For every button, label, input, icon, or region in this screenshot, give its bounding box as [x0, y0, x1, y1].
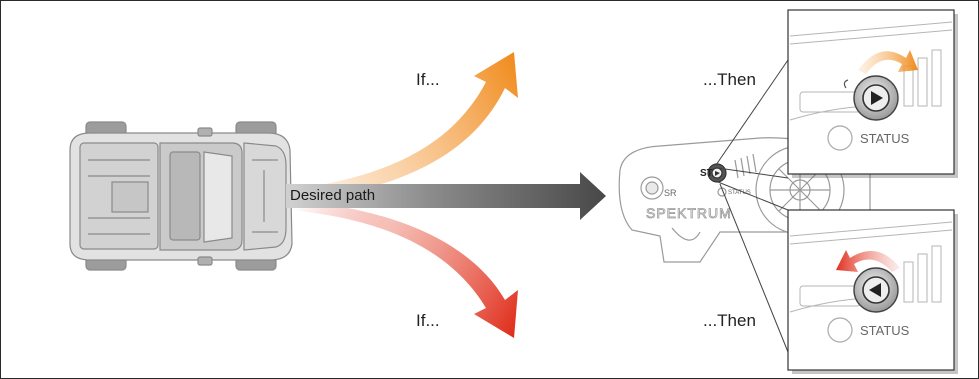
transmitter-st-label: ST [700, 168, 713, 179]
label-if-top: If... [416, 70, 440, 89]
callout-lines [715, 59, 789, 353]
inset-bottom-status-label: STATUS [860, 323, 910, 338]
transmitter-status-label: STATUS [728, 190, 751, 196]
desired-path-arrow [286, 172, 606, 220]
inset-bottom: STATUS [787, 209, 958, 374]
turn-right-arrow [288, 200, 518, 338]
status-led-icon [827, 317, 853, 343]
transmitter-sr-label: SR [664, 188, 677, 198]
label-if-bottom: If... [416, 311, 440, 330]
label-desired-path: Desired path [290, 187, 376, 204]
inset-top: STATUS [787, 9, 958, 178]
truck-icon [69, 121, 293, 271]
label-then-bottom: ...Then [703, 311, 756, 330]
label-then-top: ...Then [703, 70, 756, 89]
inset-top-status-label: STATUS [860, 131, 910, 146]
transmitter-brand: SPEKTRUM [646, 205, 732, 221]
rotate-clockwise-arrow [858, 50, 918, 74]
turn-left-arrow [288, 52, 518, 202]
rotate-counter-clockwise-arrow [836, 250, 900, 272]
status-led-icon [827, 125, 853, 151]
